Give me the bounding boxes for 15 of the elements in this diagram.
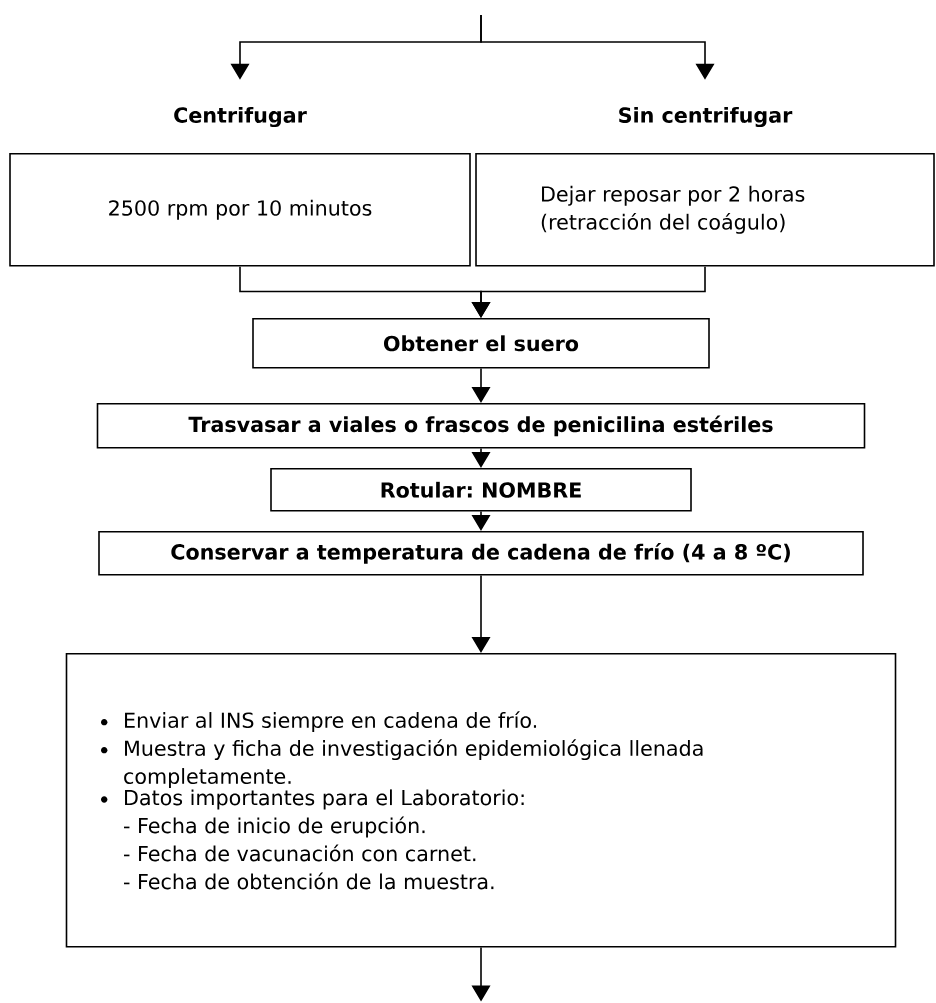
- process-box: Obtener el suero: [252, 318, 710, 369]
- process-box: Rotular: NOMBRE: [270, 468, 692, 512]
- process-box: 2500 rpm por 10 minutos: [9, 153, 471, 267]
- list-item: Datos importantes para el Laboratorio:: [125, 789, 524, 810]
- list-item: - Fecha de vacunación con carnet.: [124, 844, 476, 862]
- list-item: Enviar al INS siempre en cadena de frío.: [125, 711, 537, 733]
- list-item: Muestra y ficha de investigación epidemiológica llenada completamente.: [124, 739, 703, 789]
- note-box: [65, 653, 897, 948]
- process-box: Dejar reposar por 2 horas (retracción del coágulo): [475, 153, 935, 267]
- list-item: - Fecha de inicio de erupción.: [124, 816, 425, 838]
- step-heading: Sin centrifugar: [619, 106, 793, 128]
- process-box: Trasvasar a viales o frascos de penicilina estériles: [96, 403, 866, 449]
- process-box: Conservar a temperatura de cadena de frío (4 a 8 ºC): [98, 531, 864, 576]
- step-heading: Centrifugar: [174, 106, 307, 128]
- list-item: - Fecha de obtención de la muestra.: [124, 872, 494, 890]
